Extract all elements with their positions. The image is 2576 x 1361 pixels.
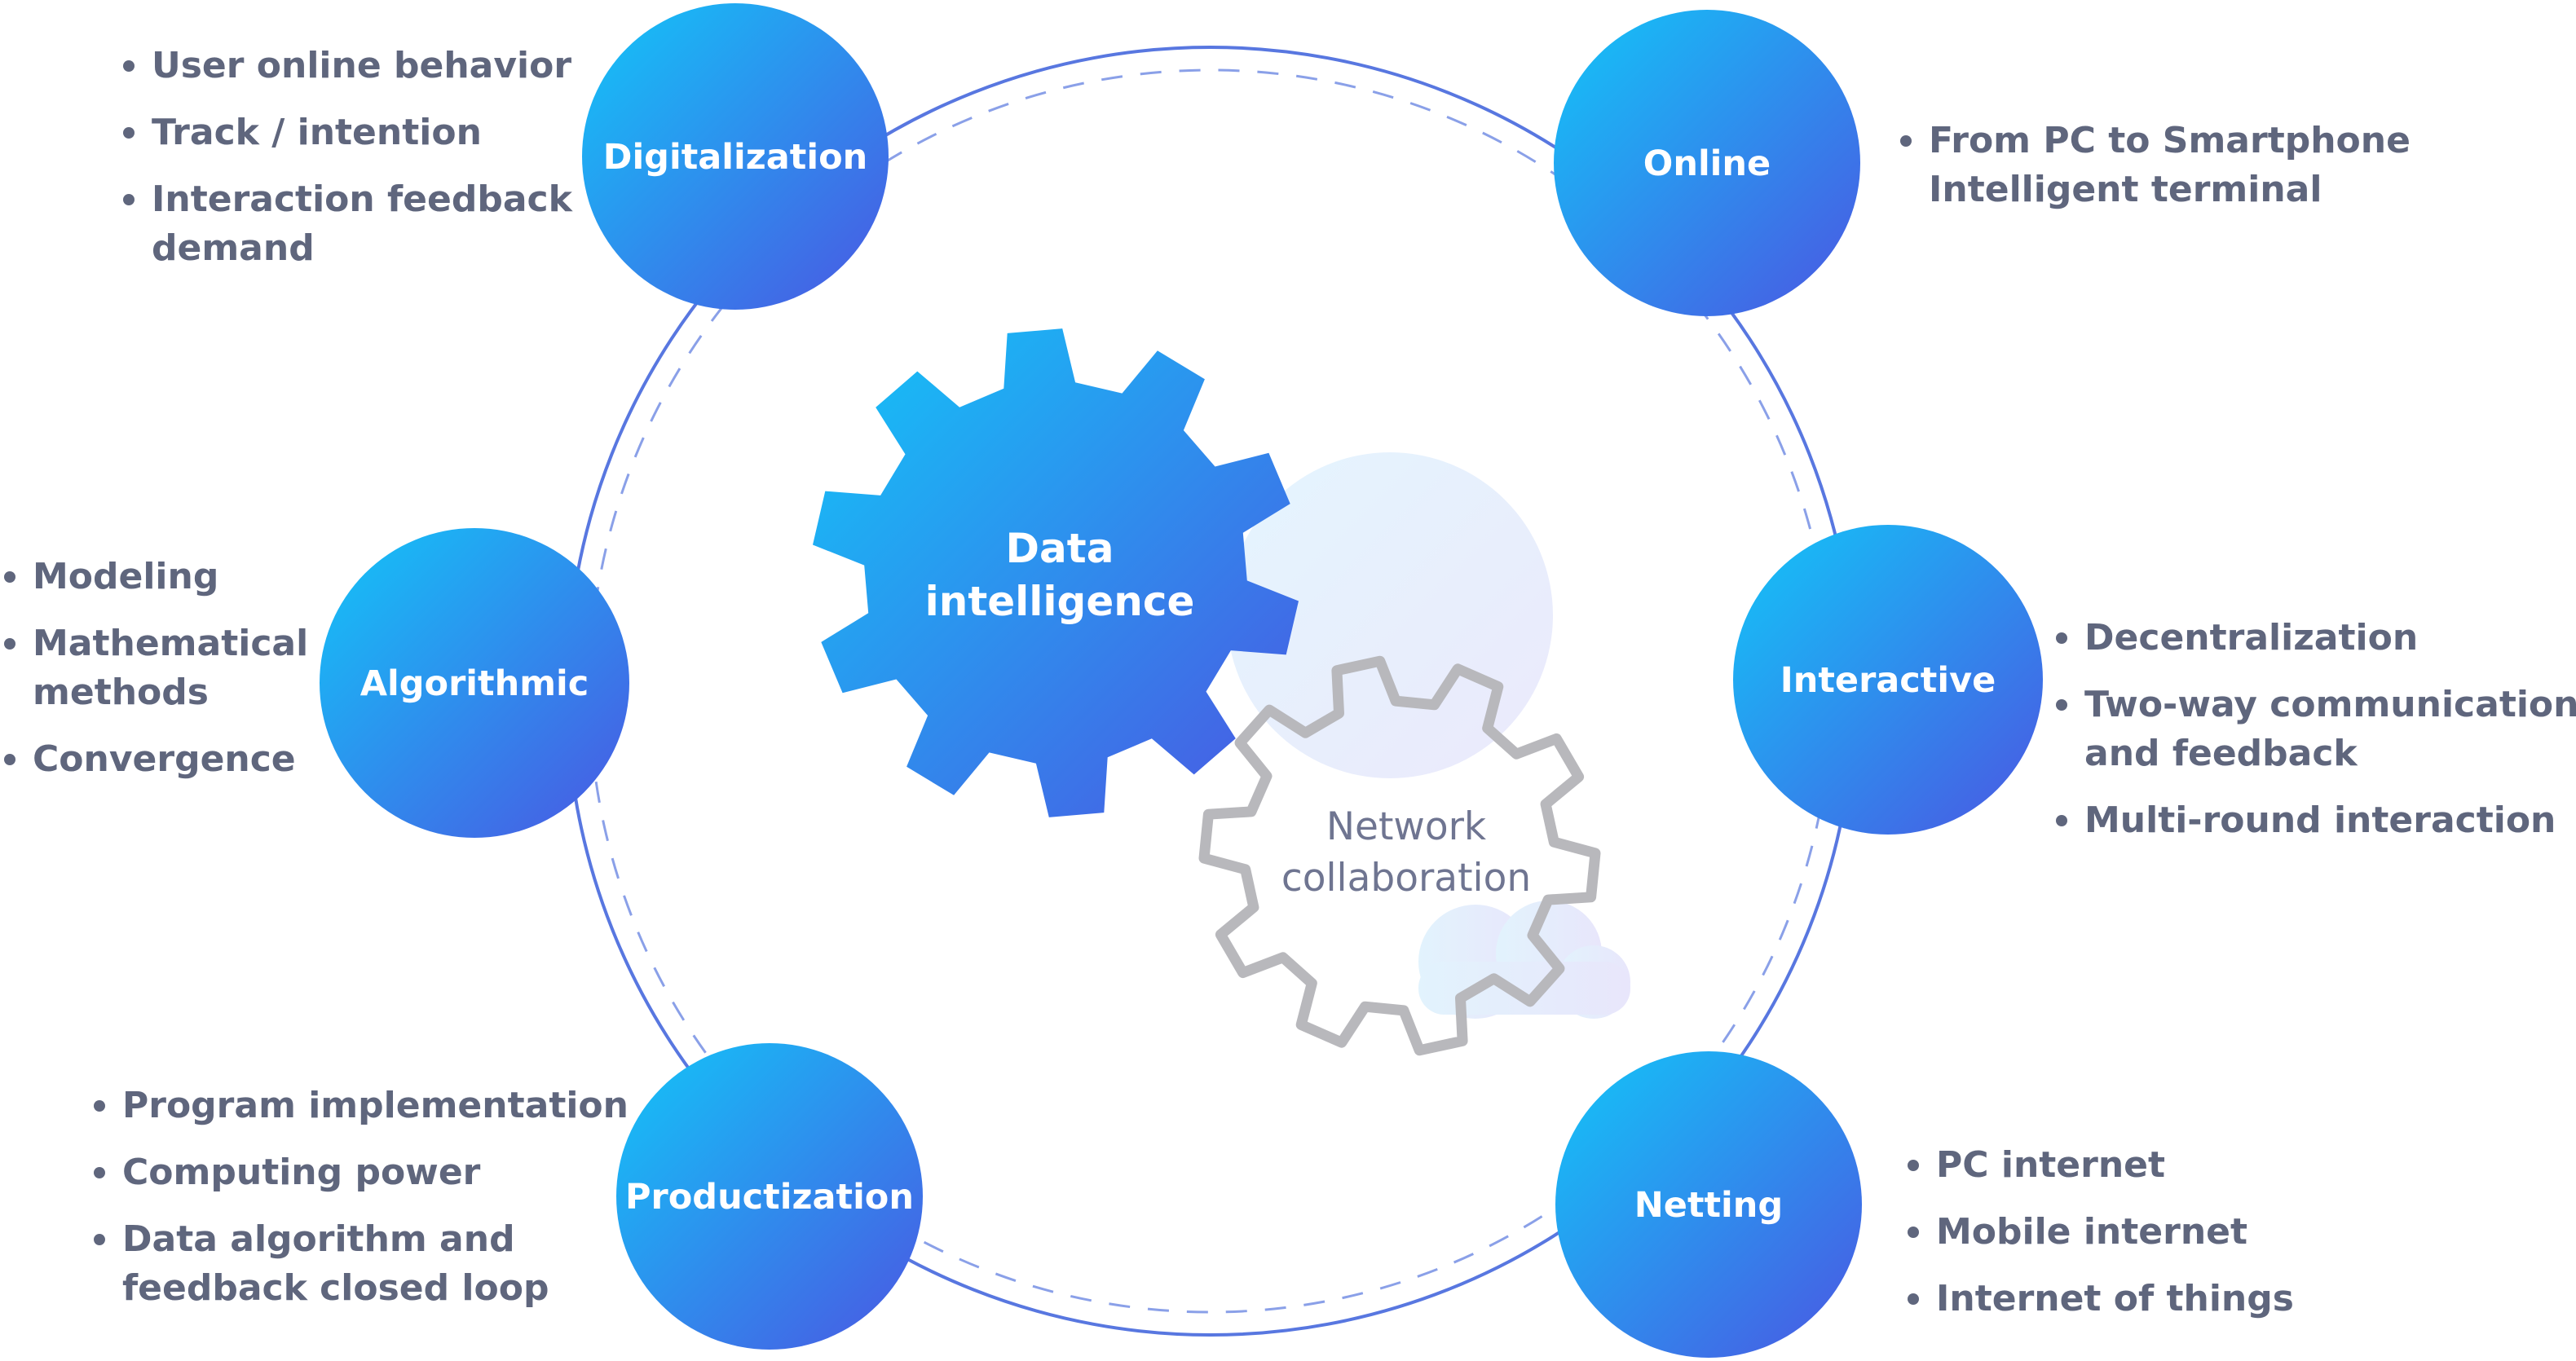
node-online: Online <box>1554 10 1860 316</box>
data-intelligence-gear <box>813 328 1299 817</box>
bullet-dot <box>123 194 135 205</box>
bullet-dot <box>123 60 135 72</box>
node-label: Interactive <box>1780 660 1996 701</box>
bullet-dot <box>1900 135 1912 147</box>
node-label: Netting <box>1634 1185 1783 1226</box>
bullet-item-text: Program implementation <box>122 1085 629 1126</box>
bullet-item-text: PC internet <box>1936 1144 2165 1186</box>
bullet-dot <box>2056 632 2067 644</box>
bullet-item-text: methods <box>33 672 209 713</box>
bullet-dot <box>4 571 15 583</box>
node-interactive: Interactive <box>1733 525 2043 835</box>
node-label: Productization <box>625 1177 914 1218</box>
node-digitalization: Digitalization <box>582 3 889 310</box>
bullet-dot <box>2056 815 2067 826</box>
node-circle <box>1733 525 2043 835</box>
bullet-dot <box>1908 1227 1919 1238</box>
network-label-line2: collaboration <box>1281 856 1531 901</box>
bullet-item-text: Modeling <box>33 556 218 597</box>
bullet-item-text: Intelligent terminal <box>1929 169 2322 210</box>
node-label: Algorithmic <box>360 663 589 704</box>
center-label-line1: Data <box>1006 525 1114 572</box>
bullet-dot <box>4 638 15 650</box>
bullet-item-text: Internet of things <box>1936 1278 2294 1319</box>
node-circle <box>616 1043 923 1350</box>
node-productization: Productization <box>616 1043 923 1350</box>
node-circle <box>1555 1051 1862 1358</box>
bullet-item-text: demand <box>152 227 315 269</box>
bullet-dot <box>94 1100 105 1112</box>
bullet-dot <box>2056 699 2067 711</box>
bullet-item-text: From PC to Smartphone <box>1929 120 2411 161</box>
soft-circle <box>1227 452 1553 778</box>
network-collaboration-gear <box>1198 655 1601 1056</box>
bullet-item-text: Track / intention <box>152 112 482 153</box>
bullet-dot <box>1908 1293 1919 1305</box>
network-label-line1: Network <box>1326 804 1487 849</box>
node-circle <box>582 3 889 310</box>
bullet-item-text: Two-way communication <box>2084 684 2576 725</box>
node-circle <box>1554 10 1860 316</box>
bullet-dot <box>4 754 15 765</box>
bullet-item-text: Decentralization <box>2084 617 2418 658</box>
bullet-item-text: Convergence <box>33 738 296 780</box>
bullet-item-text: User online behavior <box>152 45 571 86</box>
bullet-item-text: feedback closed loop <box>122 1267 549 1309</box>
bullet-item-text: Interaction feedback <box>152 178 574 220</box>
node-label: Digitalization <box>603 137 868 178</box>
bullet-item-text: Computing power <box>122 1152 481 1193</box>
bullet-dot <box>1908 1160 1919 1171</box>
bullet-dot <box>94 1167 105 1178</box>
bullet-item-text: and feedback <box>2084 733 2358 774</box>
node-netting: Netting <box>1555 1051 1862 1358</box>
center-label-line2: intelligence <box>925 578 1195 625</box>
node-algorithmic: Algorithmic <box>320 528 629 838</box>
bullet-item-text: Mobile internet <box>1936 1211 2247 1253</box>
bullet-dot <box>94 1234 105 1245</box>
node-circle <box>320 528 629 838</box>
bullet-item-text: Data algorithm and <box>122 1218 515 1260</box>
bullet-item-text: Multi-round interaction <box>2084 799 2556 841</box>
bullet-item-text: Mathematical <box>33 623 308 664</box>
bullet-dot <box>123 127 135 139</box>
node-label: Online <box>1643 143 1771 184</box>
